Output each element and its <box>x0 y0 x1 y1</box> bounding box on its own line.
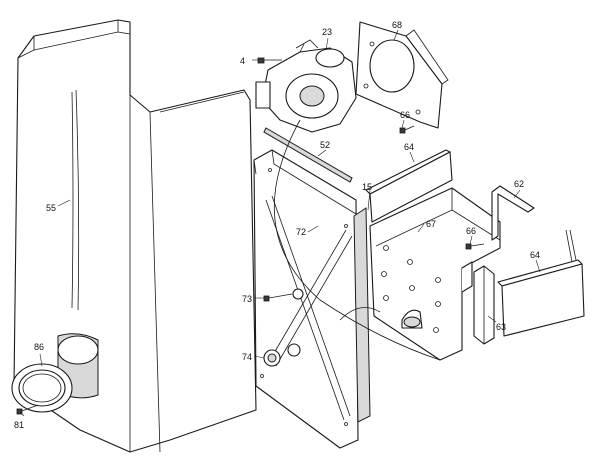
callout-55: 55 <box>46 203 56 213</box>
assembly-path-line <box>274 119 441 361</box>
part-63-side-insulation <box>473 265 495 345</box>
callout-86: 86 <box>34 342 44 352</box>
callout-67: 67 <box>426 219 436 229</box>
callout-66-lower: 66 <box>466 226 476 236</box>
callout-23: 23 <box>322 27 332 37</box>
callout-52: 52 <box>320 140 330 150</box>
callouts: 4 23 68 66 52 64 15 62 55 72 67 66 64 73… <box>14 20 540 430</box>
part-73-screw <box>263 293 293 302</box>
callout-63: 63 <box>496 322 506 332</box>
callout-62: 62 <box>514 179 524 189</box>
part-72-rear-panel <box>253 149 359 449</box>
part-66-screw-upper <box>399 125 415 134</box>
part-64-insulation-lower <box>497 229 585 337</box>
part-67-combustion-chamber <box>339 187 501 361</box>
callout-74: 74 <box>242 352 252 362</box>
part-64-insulation-upper <box>365 149 453 223</box>
callout-81: 81 <box>14 420 24 430</box>
part-55-front-casing <box>13 19 257 453</box>
callout-72: 72 <box>296 227 306 237</box>
callout-15: 15 <box>362 182 372 192</box>
part-68-mounting-plate <box>355 21 449 129</box>
part-4-screw <box>257 57 282 64</box>
callout-68: 68 <box>392 20 402 30</box>
part-66-screw-lower <box>465 243 485 250</box>
callout-66-upper: 66 <box>400 110 410 120</box>
callout-64-upper: 64 <box>404 142 414 152</box>
part-81-screw <box>16 404 39 415</box>
part-15-side-seal <box>353 207 371 423</box>
part-52-seal-strip <box>263 127 353 183</box>
callout-64-lower: 64 <box>530 250 540 260</box>
part-86-ring <box>11 363 73 413</box>
part-62-bracket <box>491 185 535 241</box>
leader-lines <box>19 29 541 417</box>
callout-73: 73 <box>242 294 252 304</box>
part-23-fan <box>255 39 357 133</box>
callout-4: 4 <box>240 56 245 66</box>
